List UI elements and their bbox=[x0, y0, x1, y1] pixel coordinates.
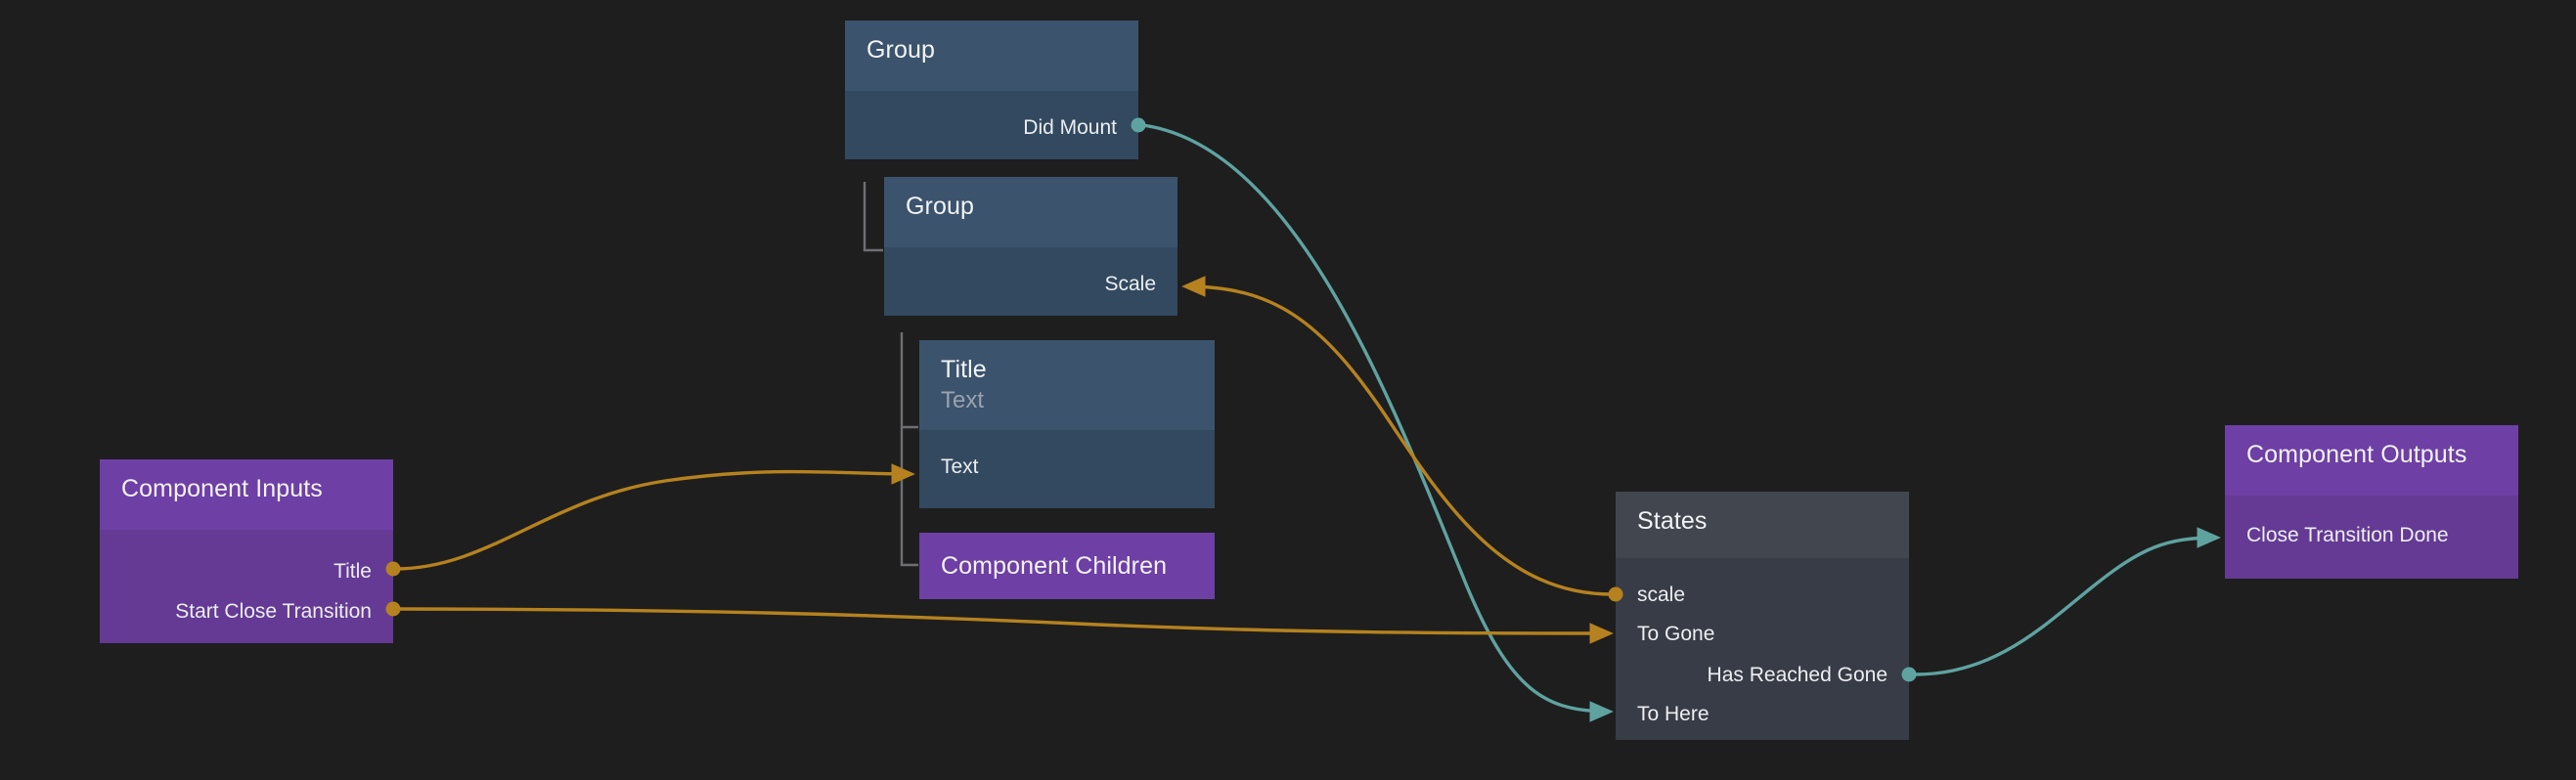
node-group-top[interactable]: Group Did Mount bbox=[845, 21, 1146, 159]
node-component-inputs[interactable]: Component Inputs Title Start Close Trans… bbox=[100, 459, 401, 643]
port-dot-title[interactable] bbox=[385, 561, 401, 577]
port-dot-start-close-transition[interactable] bbox=[385, 601, 401, 617]
node-header: Title Text bbox=[919, 340, 1215, 430]
port-label-title: Title bbox=[333, 559, 372, 583]
port-label-has-reached-gone: Has Reached Gone bbox=[1707, 663, 1888, 686]
node-component-children[interactable]: Component Children bbox=[919, 533, 1215, 599]
node-header: Group bbox=[845, 21, 1138, 91]
port-label-close-transition-done: Close Transition Done bbox=[2246, 523, 2449, 546]
port-label-scale: scale bbox=[1637, 583, 1686, 606]
node-body: Did Mount bbox=[845, 91, 1138, 159]
node-body: Scale bbox=[884, 247, 1177, 316]
port-row-did-mount[interactable]: Did Mount bbox=[1023, 115, 1117, 139]
port-row-start-close-transition[interactable]: Start Close Transition bbox=[175, 599, 372, 623]
port-dot-scale[interactable] bbox=[1608, 586, 1623, 602]
node-body: Text bbox=[919, 430, 1215, 508]
port-label-scale: Scale bbox=[1104, 272, 1156, 295]
node-group-nested[interactable]: Group Scale bbox=[884, 177, 1177, 316]
node-header: Group bbox=[884, 177, 1177, 247]
node-title: Group bbox=[906, 193, 974, 220]
port-row-to-here[interactable]: To Here bbox=[1637, 702, 1710, 725]
port-label-to-here: To Here bbox=[1637, 702, 1710, 725]
node-header: Component Outputs bbox=[2225, 425, 2518, 496]
node-states[interactable]: States scale To Gone Has Reached Gone To… bbox=[1608, 492, 1917, 740]
port-row-has-reached-gone[interactable]: Has Reached Gone bbox=[1708, 663, 1888, 686]
port-row-scale[interactable]: scale bbox=[1637, 583, 1685, 606]
port-row-to-gone[interactable]: To Gone bbox=[1637, 622, 1714, 645]
node-header: Component Inputs bbox=[100, 459, 393, 530]
node-title: Title bbox=[941, 356, 987, 383]
port-row-title[interactable]: Title bbox=[333, 559, 372, 583]
port-label-text: Text bbox=[941, 455, 979, 478]
port-row-close-transition-done[interactable]: Close Transition Done bbox=[2246, 523, 2449, 546]
node-body: scale To Gone Has Reached Gone To Here bbox=[1616, 558, 1909, 740]
node-body: Close Transition Done bbox=[2225, 496, 2518, 579]
node-component-outputs[interactable]: Component Outputs Close Transition Done bbox=[2225, 425, 2518, 579]
port-label-to-gone: To Gone bbox=[1637, 622, 1715, 645]
node-title: Component Inputs bbox=[121, 475, 323, 502]
node-header: States bbox=[1616, 492, 1909, 558]
port-dot-has-reached-gone[interactable] bbox=[1901, 667, 1917, 682]
node-title: Component Outputs bbox=[2246, 441, 2467, 468]
port-row-text[interactable]: Text bbox=[941, 455, 979, 478]
node-title: States bbox=[1637, 507, 1708, 535]
node-body: Title Start Close Transition bbox=[100, 530, 393, 643]
port-label-did-mount: Did Mount bbox=[1023, 115, 1117, 139]
port-dot-did-mount[interactable] bbox=[1131, 117, 1146, 133]
node-subtitle: Text bbox=[941, 386, 985, 413]
port-label-start-close-transition: Start Close Transition bbox=[175, 599, 372, 623]
port-row-scale[interactable]: Scale bbox=[1104, 272, 1156, 295]
node-title-component[interactable]: Title Text Text bbox=[919, 340, 1215, 508]
node-title: Component Children bbox=[941, 551, 1168, 580]
node-title: Group bbox=[866, 36, 935, 64]
